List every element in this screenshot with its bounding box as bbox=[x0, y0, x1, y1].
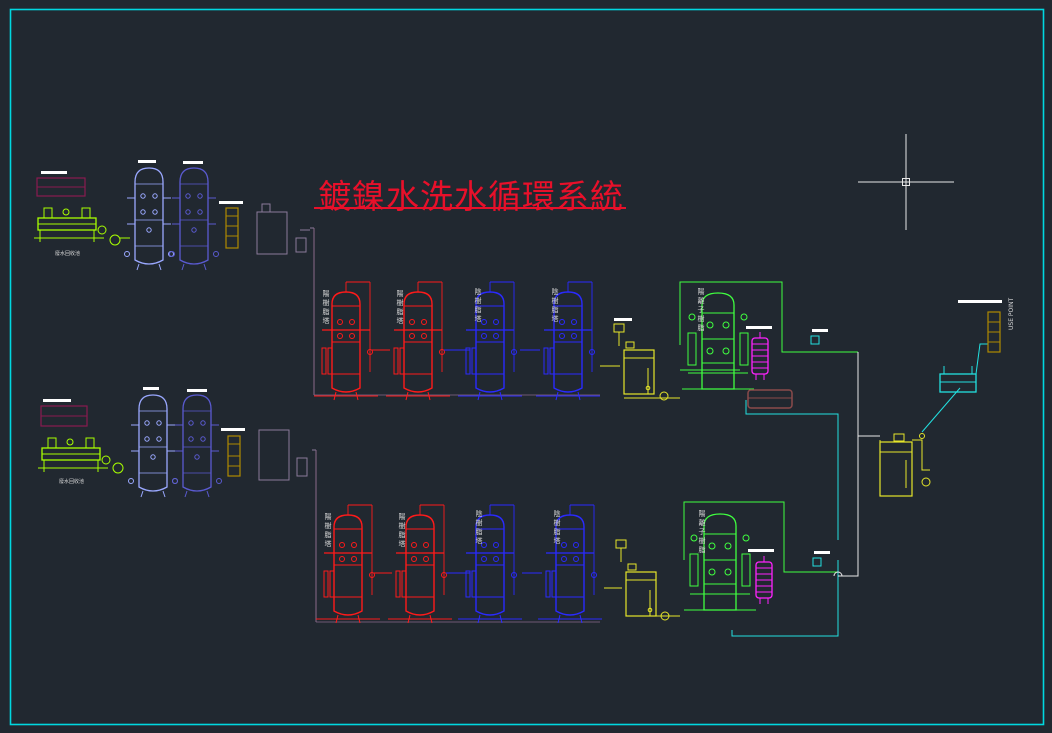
tower-label: 陰樹脂塔 bbox=[474, 288, 482, 323]
tower-label: 陽樹脂塔 bbox=[324, 513, 332, 548]
crosshair-cursor-icon bbox=[858, 134, 954, 230]
drawing-title: 鍍鎳水洗水循環系統 bbox=[318, 177, 624, 216]
pool-label: 廢水回收池 bbox=[59, 479, 85, 485]
pretreatment-group-bottom bbox=[37, 387, 317, 622]
pool-label: 廢水回收池 bbox=[55, 251, 81, 257]
tower-label: 陽樹脂塔 bbox=[396, 290, 404, 325]
use-point-label: USE POINT bbox=[1008, 297, 1015, 330]
title-underline bbox=[314, 207, 626, 209]
tank-label: 陽離子樹脂 bbox=[697, 288, 705, 332]
tower-label: 陽樹脂塔 bbox=[398, 513, 406, 548]
recovery-unit-row-1 bbox=[613, 281, 858, 540]
tank-label: 陽離子樹脂 bbox=[698, 510, 706, 554]
tower-label: 陰樹脂塔 bbox=[551, 288, 559, 323]
final-tank bbox=[879, 387, 961, 497]
use-point-station bbox=[939, 300, 1002, 393]
return-piping bbox=[833, 352, 880, 577]
pretreatment-group-top bbox=[33, 160, 315, 395]
resin-towers-row-1 bbox=[313, 281, 620, 401]
tower-label: 陰樹脂塔 bbox=[553, 510, 561, 545]
resin-towers-row-2 bbox=[315, 504, 622, 624]
recovery-unit-row-2 bbox=[615, 501, 839, 637]
tower-label: 陰樹脂塔 bbox=[475, 510, 483, 545]
drawing-frame bbox=[9, 8, 1045, 726]
tower-label: 陽樹脂塔 bbox=[322, 290, 330, 325]
